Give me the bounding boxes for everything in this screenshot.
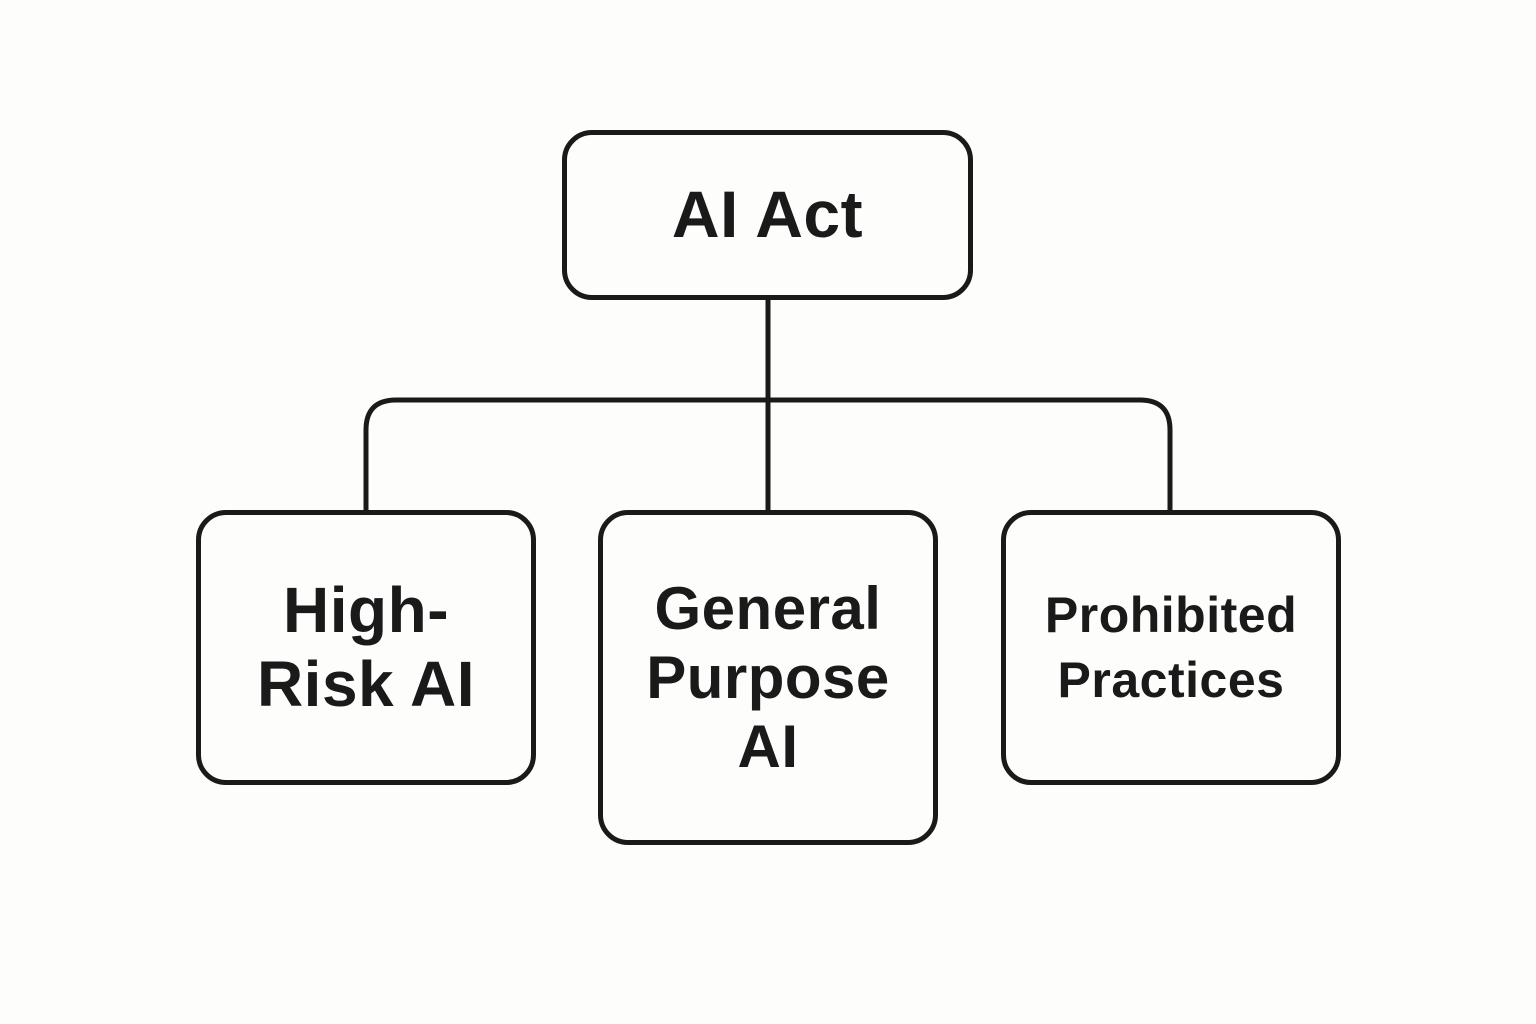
node-ai-act-label: AI Act (671, 177, 864, 252)
node-general-purpose-ai: General Purpose AI (598, 510, 938, 845)
node-prohibited-practices-label: Prohibited Practices (1044, 586, 1298, 708)
node-general-purpose-ai-label: General Purpose AI (646, 575, 890, 780)
node-high-risk-ai: High-Risk AI (196, 510, 536, 785)
node-high-risk-ai-label: High-Risk AI (256, 573, 476, 720)
node-ai-act: AI Act (562, 130, 973, 300)
node-prohibited-practices: Prohibited Practices (1001, 510, 1341, 785)
